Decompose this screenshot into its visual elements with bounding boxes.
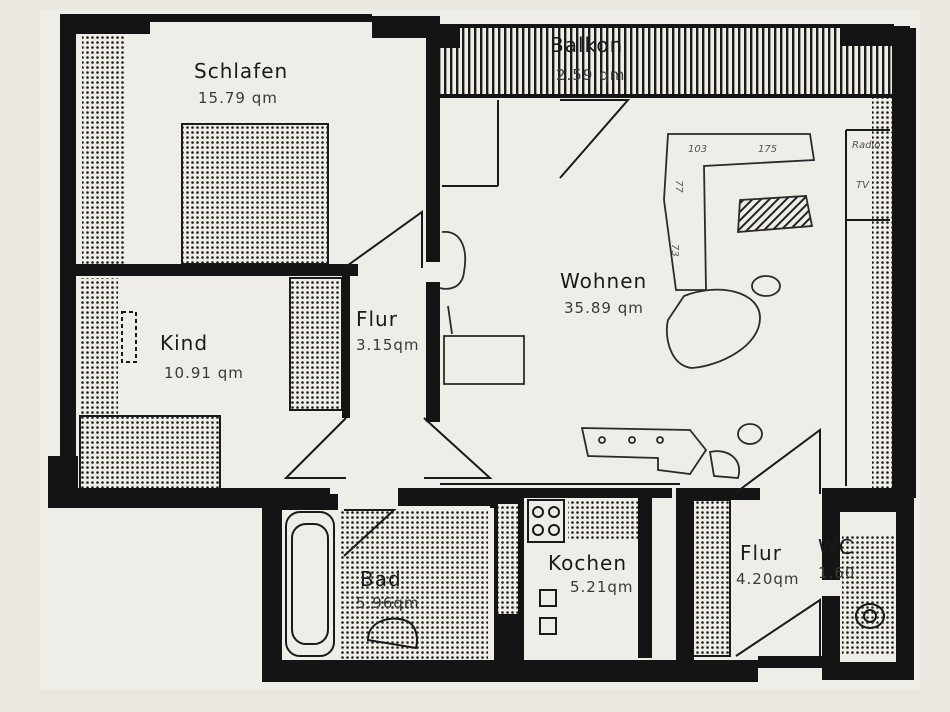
sink-icon [539, 589, 557, 607]
bathtub-icon [285, 511, 335, 657]
room-name-bad: Bad [360, 567, 402, 591]
note-175: 175 [758, 144, 777, 155]
note-103: 103 [688, 144, 707, 155]
room-area-bad: 5.96qm [356, 594, 420, 612]
shelf-kind [289, 277, 343, 411]
room-name-flur: Flur [356, 307, 398, 331]
room-area-wc: 1.60 [818, 564, 855, 582]
room-area-schlafen: 15.79 qm [198, 89, 278, 107]
note-radio: Radio [852, 140, 880, 151]
handwritten-notes: 103 175 Radio TV 77 73 [669, 140, 880, 257]
room-name-kind: Kind [160, 331, 208, 355]
room-name-wc: WC [818, 535, 854, 559]
room-name-balkon: Balkon [550, 33, 623, 57]
room-name-flur-2: Flur [740, 541, 782, 565]
room-name-kochen: Kochen [548, 551, 627, 575]
living-furniture [439, 133, 816, 479]
bad-floor [340, 510, 488, 660]
balcony [438, 24, 910, 98]
room-area-kind: 10.91 qm [164, 364, 244, 382]
armchair [665, 288, 761, 369]
room-name-schlafen: Schlafen [194, 59, 288, 83]
stool [737, 423, 763, 445]
wardrobe-schlafen [82, 34, 126, 264]
washbasin-icon [366, 617, 418, 650]
room-area-flur-2: 4.20qm [736, 570, 800, 588]
wardrobe-kind [80, 278, 118, 418]
corner-sofa [663, 133, 816, 291]
toilet-icon [855, 603, 885, 629]
furniture [79, 34, 902, 660]
kitchen-counter [568, 500, 638, 540]
pouf [751, 275, 781, 297]
desk [443, 335, 525, 385]
fixtures [285, 499, 885, 657]
note-tv: TV [856, 180, 870, 191]
burner-icon [532, 506, 544, 518]
flur-cabinet [689, 499, 731, 657]
wc-floor [842, 536, 902, 656]
room-area-flur: 3.15qm [356, 336, 420, 354]
stove [527, 499, 565, 543]
chair-left [439, 231, 466, 290]
walls [48, 14, 916, 682]
child-bed [79, 415, 221, 491]
door-swings [283, 99, 890, 657]
note-73: 73 [669, 244, 680, 257]
dining-table [580, 427, 708, 475]
coffee-table [737, 195, 814, 233]
note-77: 77 [673, 180, 684, 193]
room-area-balkon: 2.59 qm [556, 66, 625, 84]
room-labels: Schlafen 15.79 qm Balkon 2.59 qm Kind 10… [160, 33, 855, 612]
chair [708, 450, 741, 479]
room-area-kochen: 5.21qm [570, 578, 634, 596]
room-name-wohnen: Wohnen [560, 269, 647, 293]
bed [181, 123, 329, 265]
room-area-wohnen: 35.89 qm [564, 299, 644, 317]
